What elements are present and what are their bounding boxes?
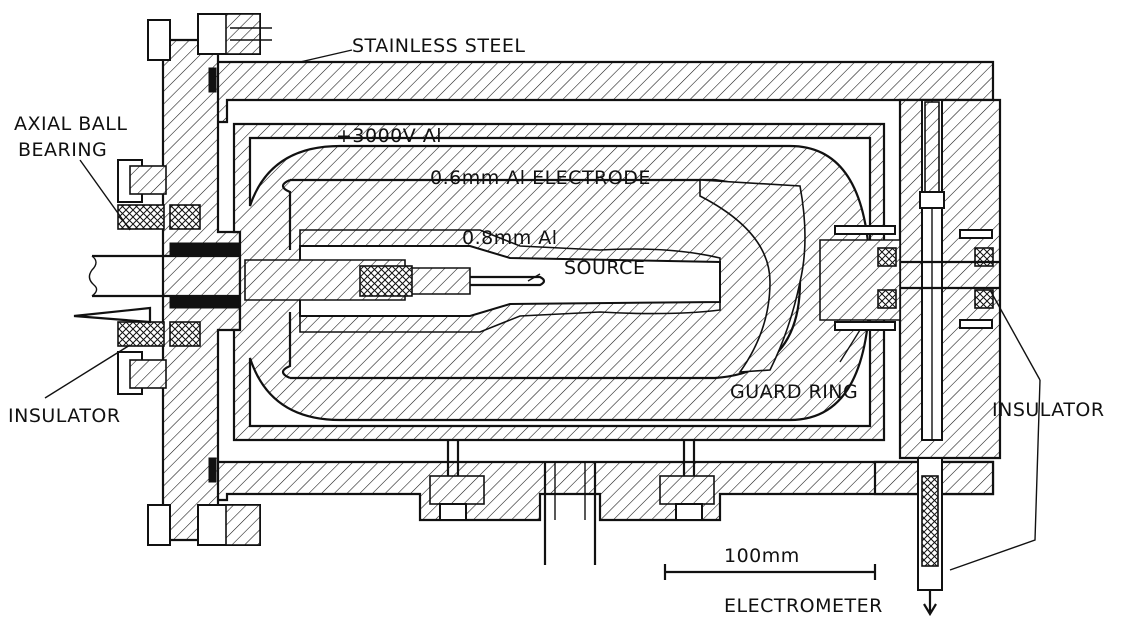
left-end-flange	[147, 13, 272, 546]
label-electrometer: ELECTROMETER	[724, 595, 883, 617]
label-thin-al: 0.8mm Al	[462, 227, 558, 249]
label-source: SOURCE	[564, 257, 645, 279]
stainless-steel-housing	[213, 60, 995, 565]
guard-ring-assembly	[819, 98, 1002, 617]
label-bearing: BEARING	[18, 139, 107, 161]
label-axial-ball: AXIAL BALL	[14, 113, 127, 135]
scale-bar	[663, 564, 877, 580]
axial-ball-bearing	[117, 159, 241, 395]
label-scale: 100mm	[724, 545, 800, 567]
label-stainless-steel: STAINLESS STEEL	[352, 35, 526, 57]
leader-lines	[44, 49, 1041, 571]
label-voltage-al: +3000V Al	[336, 125, 442, 147]
label-insulator-right: INSULATOR	[992, 399, 1105, 421]
label-insulator-left: INSULATOR	[8, 405, 121, 427]
source-holder	[244, 259, 546, 301]
label-guard-ring: GUARD RING	[730, 381, 858, 403]
mounting-bolts	[429, 440, 715, 521]
label-electrode: 0.6mm Al ELECTRODE	[430, 167, 651, 189]
